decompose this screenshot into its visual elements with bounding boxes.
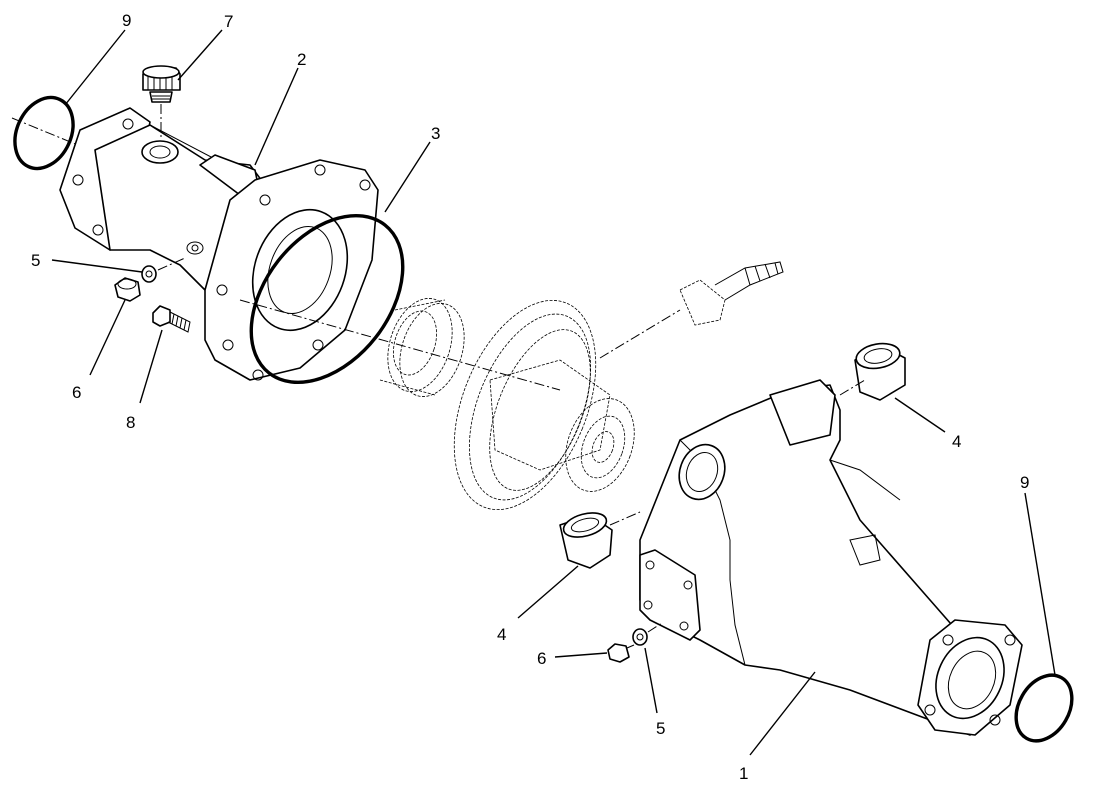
callout-3: 3	[431, 124, 440, 143]
bushing-lower	[559, 511, 641, 569]
bolt	[152, 305, 191, 333]
washer-right	[632, 622, 663, 646]
callout-4-right: 4	[952, 432, 961, 451]
plug-left	[114, 277, 141, 302]
assembly-centerline	[239, 299, 561, 391]
callout-8: 8	[126, 413, 135, 432]
upper-housing	[59, 107, 379, 381]
callout-6-left: 6	[72, 383, 81, 402]
callout-1: 1	[739, 764, 748, 783]
callout-9-left: 9	[122, 11, 131, 30]
callout-5-right: 5	[656, 719, 665, 738]
callout-4-left: 4	[497, 625, 506, 644]
large-o-ring	[249, 213, 405, 385]
bushing-upper	[839, 342, 906, 401]
lower-housing	[639, 379, 1023, 736]
plug-right	[607, 643, 635, 663]
washer-left	[141, 257, 186, 283]
leader-lines	[51, 29, 1056, 756]
callout-labels: 9 7 2 3 5 6 8 4 9 4 6 5 1	[31, 11, 1029, 783]
ring-gear-differential	[453, 299, 635, 511]
callout-9-right: 9	[1020, 473, 1029, 492]
bearing-assembly	[379, 298, 465, 397]
breather-plug	[142, 65, 181, 140]
o-ring-left	[11, 95, 91, 171]
callout-2: 2	[297, 50, 306, 69]
callout-6-right: 6	[537, 649, 546, 668]
callout-5-left: 5	[31, 251, 40, 270]
o-ring-right	[1014, 673, 1074, 743]
callout-7: 7	[224, 12, 233, 31]
pinion-shaft	[599, 261, 784, 359]
